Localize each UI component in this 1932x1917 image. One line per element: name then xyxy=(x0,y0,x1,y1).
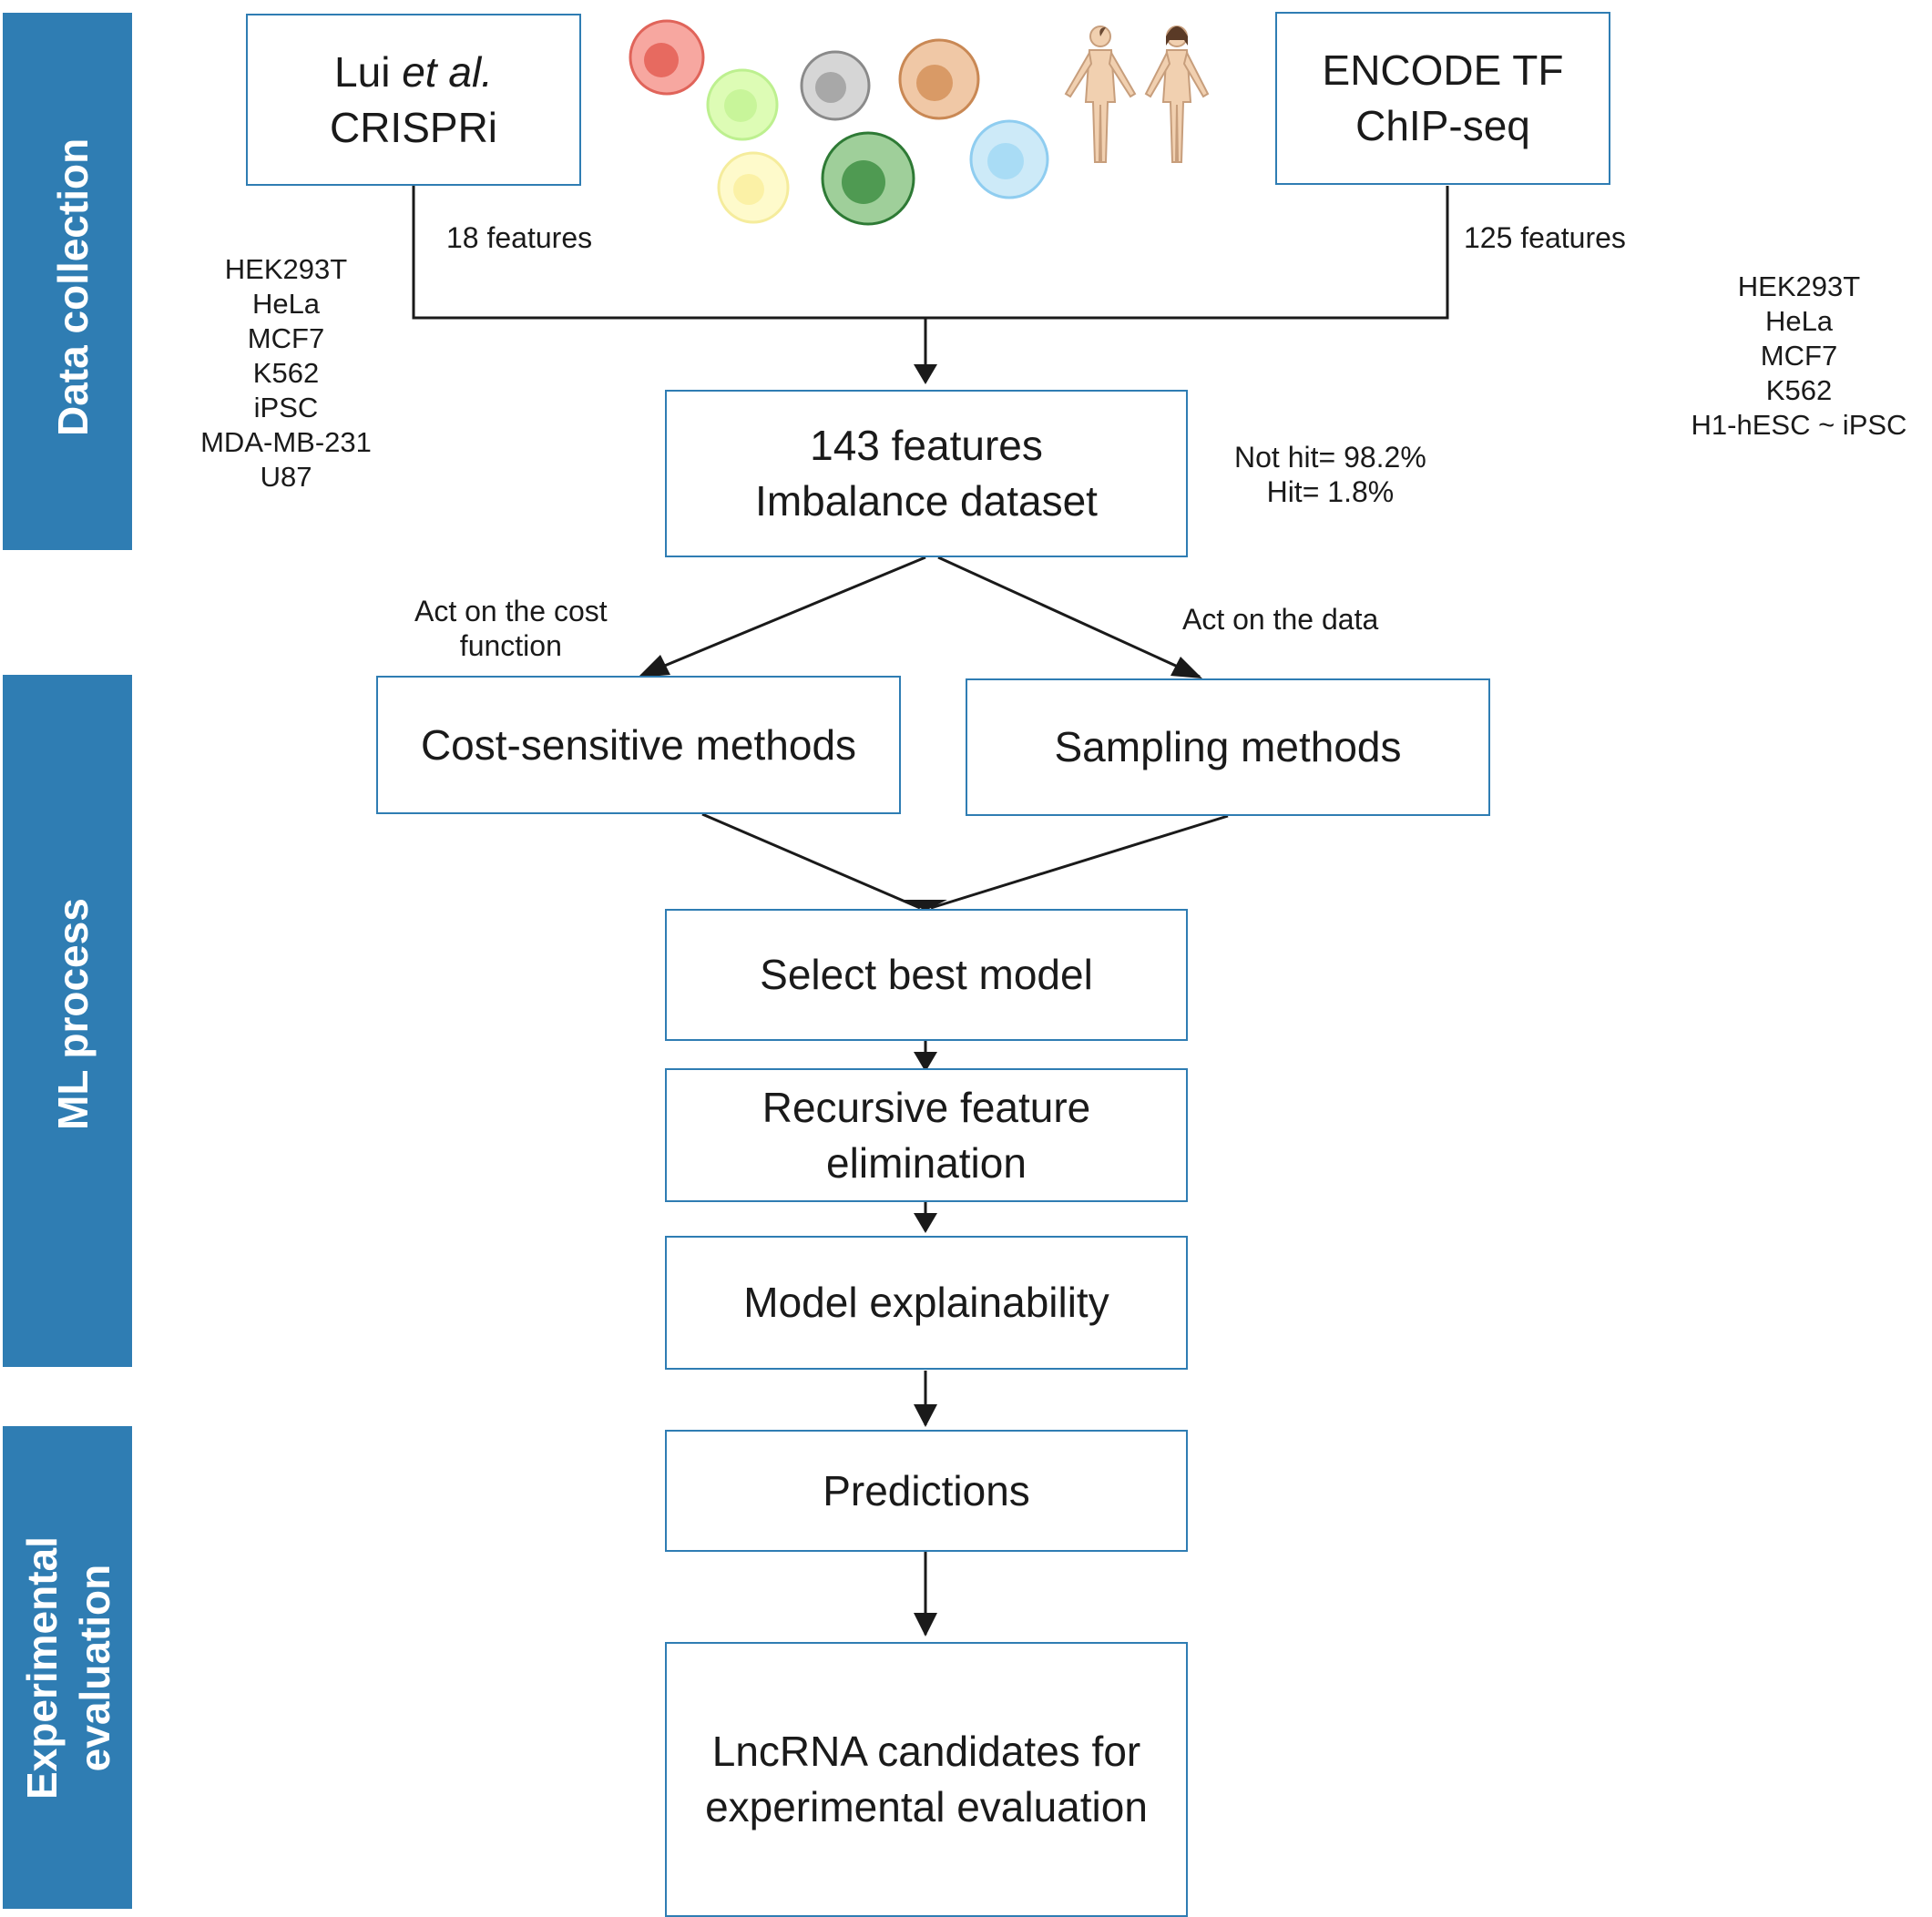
cell-line-left: U87 xyxy=(260,461,312,493)
cell-line-left: MDA-MB-231 xyxy=(200,426,372,458)
cost-branch-label: Act on the cost function xyxy=(414,594,608,663)
class-balance-stats: Not hit= 98.2% Hit= 1.8% xyxy=(1234,440,1426,509)
dataset-box: 143 features Imbalance dataset xyxy=(665,390,1188,557)
cost-sensitive-label: Cost-sensitive methods xyxy=(420,720,857,769)
cell-icon xyxy=(898,38,980,120)
sampling-label: Sampling methods xyxy=(1054,723,1402,770)
cell-line-left: HEK293T xyxy=(224,253,348,285)
cell-icon xyxy=(717,151,790,224)
data-branch-label: Act on the data xyxy=(1182,603,1379,636)
band-ml-process: ML process xyxy=(3,675,132,1367)
cell-line-right: HeLa xyxy=(1764,305,1834,337)
cell-line-right: MCF7 xyxy=(1760,340,1838,372)
band-data-collection: Data collection xyxy=(3,13,132,550)
cell-line-left: K562 xyxy=(252,357,320,389)
lui-features-label: 18 features xyxy=(446,221,593,254)
cell-line-right: HEK293T xyxy=(1737,270,1861,302)
cell-line-left: MCF7 xyxy=(247,322,325,354)
select-best-model-box: Select best model xyxy=(665,909,1188,1041)
lui-name: Lui xyxy=(334,47,403,96)
arrowhead-sampling xyxy=(1170,657,1202,678)
candidates-line2: experimental evaluation xyxy=(705,1783,1148,1830)
arrowhead-select xyxy=(904,900,947,911)
not-hit-stat: Not hit= 98.2% xyxy=(1234,441,1426,474)
cell-line-right: K562 xyxy=(1765,374,1833,406)
arrow-to-cost xyxy=(644,556,926,676)
encode-line2: ChIP-seq xyxy=(1355,102,1530,149)
arrow-cost-to-select xyxy=(701,812,921,910)
arrowhead-explain xyxy=(914,1213,937,1233)
encode-features-label: 125 features xyxy=(1464,221,1626,254)
cell-line-left: iPSC xyxy=(253,392,319,423)
arrowhead-rfe xyxy=(914,1052,937,1072)
lui-crispri-box: Lui et al. CRISPRi xyxy=(246,14,581,186)
arrowhead-predictions xyxy=(914,1404,937,1427)
cost-sensitive-methods-box: Cost-sensitive methods xyxy=(376,676,901,814)
rfe-line1: Recursive feature xyxy=(762,1083,1091,1131)
cell-icon xyxy=(629,19,705,96)
model-explainability-box: Model explainability xyxy=(665,1236,1188,1370)
candidates-line1: LncRNA candidates for xyxy=(711,1728,1141,1775)
sampling-methods-box: Sampling methods xyxy=(966,678,1490,816)
cell-lines-right: HEK293T HeLa MCF7 K562 H1-hESC ~ iPSC xyxy=(1667,270,1931,443)
lncrna-candidates-box: LncRNA candidates for experimental evalu… xyxy=(665,1642,1188,1917)
lui-etal: et al. xyxy=(402,47,493,96)
model-explainability-label: Model explainability xyxy=(743,1279,1109,1326)
predictions-label: Predictions xyxy=(823,1466,1030,1514)
cell-icon xyxy=(800,50,871,121)
cell-line-left: HeLa xyxy=(251,288,321,320)
recursive-feature-elimination-box: Recursive feature elimination xyxy=(665,1068,1188,1202)
cell-icon xyxy=(969,119,1049,199)
arrow-sampling-to-select xyxy=(930,814,1229,910)
cell-icon xyxy=(706,68,779,141)
encode-line1: ENCODE TF xyxy=(1322,46,1564,94)
cost-branch-label-line1: Act on the cost xyxy=(414,595,608,627)
rfe-line2: elimination xyxy=(826,1138,1027,1187)
predictions-box: Predictions xyxy=(665,1430,1188,1552)
arrowhead-dataset xyxy=(914,364,937,384)
encode-box: ENCODE TF ChIP-seq xyxy=(1275,12,1610,185)
arrowhead-cost xyxy=(638,655,670,678)
dataset-line1: 143 features xyxy=(810,422,1043,469)
hit-stat: Hit= 1.8% xyxy=(1266,475,1395,508)
arrow-to-sampling xyxy=(937,556,1201,678)
select-best-model-label: Select best model xyxy=(760,951,1093,998)
lui-line1: Lui et al. xyxy=(334,45,493,100)
cell-lines-left: HEK293T HeLa MCF7 K562 iPSC MDA-MB-231 U… xyxy=(182,252,390,495)
cost-branch-label-line2: function xyxy=(459,629,562,662)
arrowhead-candidates xyxy=(914,1613,937,1637)
cell-icon xyxy=(821,131,915,226)
lui-line2: CRISPRi xyxy=(329,103,498,151)
connector-merge xyxy=(412,186,1449,320)
human-figures-icon xyxy=(1064,25,1210,163)
band-experimental-evaluation: Experimental evaluation xyxy=(3,1426,132,1909)
dataset-line2: Imbalance dataset xyxy=(755,477,1098,525)
cell-line-right: H1-hESC ~ iPSC xyxy=(1691,409,1907,441)
